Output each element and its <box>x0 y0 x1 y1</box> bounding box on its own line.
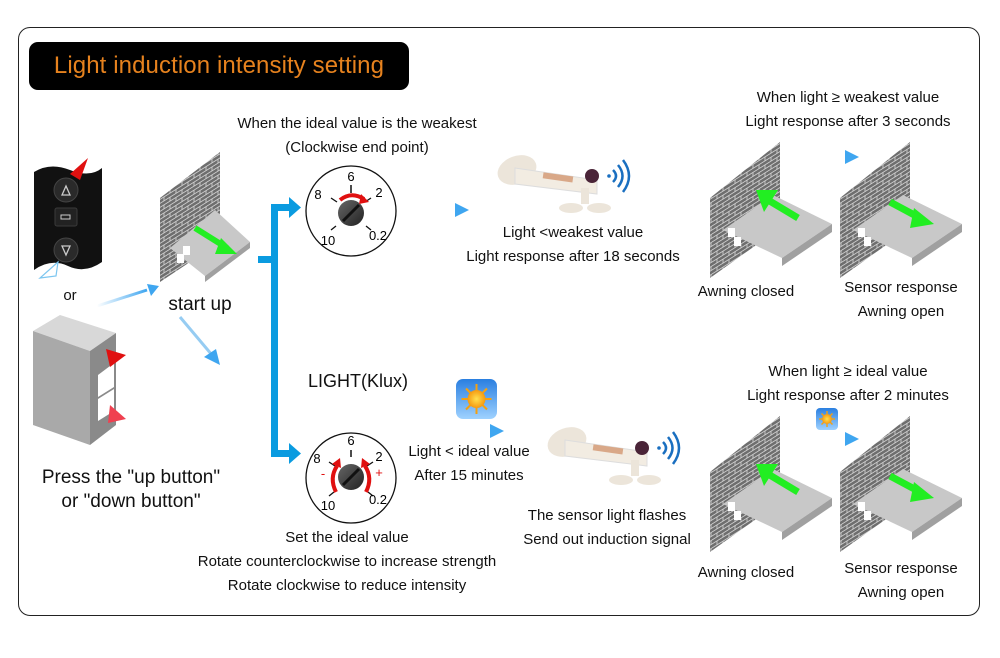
press-instruction-line1: Press the "up button" <box>41 467 221 488</box>
top-open-label-line1: Sensor response <box>844 279 958 296</box>
dial-label-6: 6 <box>347 433 354 448</box>
dial-label-2: 2 <box>375 449 382 464</box>
dial-label-0-2: 0.2 <box>369 492 387 507</box>
top-sensor-caption-line1: Light <weakest value <box>502 224 644 241</box>
title-banner: Light induction intensity setting <box>29 42 409 90</box>
awning-closed-bottom-icon <box>710 416 832 552</box>
arrow-down-from-startup <box>178 316 220 365</box>
dial-label-2: 2 <box>375 185 382 200</box>
awning-startup-icon <box>160 152 250 282</box>
bottom-open-label-line2: Awning open <box>857 584 945 601</box>
bottom-result-heading-line1: When light ≥ ideal value <box>768 363 928 380</box>
light-sensor-icon-bottom <box>547 427 681 485</box>
down-button-icon[interactable] <box>53 237 79 263</box>
start-up-label: start up <box>168 294 232 315</box>
up-button-icon[interactable] <box>53 177 79 203</box>
sensor-light-icon <box>635 441 649 455</box>
bottom-closed-label: Awning closed <box>697 564 795 581</box>
or-label: or <box>63 287 77 304</box>
bottom-dial-caption-line3: Rotate clockwise to reduce intensity <box>227 577 467 594</box>
wall-switch-icon <box>33 315 126 445</box>
top-sensor-caption-line2: Light response after 18 seconds <box>466 248 680 265</box>
green-close-arrow-icon <box>756 190 778 212</box>
clockwise-increase-indicator-icon <box>363 464 372 493</box>
dial-label-10: 10 <box>321 498 335 513</box>
sun-icon <box>456 379 497 419</box>
diagram-frame <box>18 27 980 616</box>
bottom-open-label-line1: Sensor response <box>844 560 958 577</box>
top-open-label-line2: Awning open <box>857 303 945 320</box>
plus-label: + <box>375 465 383 480</box>
bottom-condition-line1: Light < ideal value <box>408 443 530 460</box>
branch-connector <box>258 197 301 464</box>
light-sensor-icon-top <box>497 155 631 213</box>
down-press-indicator-icon <box>108 405 126 423</box>
bottom-sensor-caption-line2: Send out induction signal <box>523 531 691 548</box>
top-closed-label: Awning closed <box>697 283 795 300</box>
bottom-sensor-caption-line1: The sensor light flashes <box>527 507 687 524</box>
green-open-arrow-icon <box>910 482 934 502</box>
sensor-light-icon <box>585 169 599 183</box>
top-dial-heading-line2: (Clockwise end point) <box>285 139 429 156</box>
arrow-closed-to-open-bottom <box>795 432 859 446</box>
awning-closed-top-icon <box>710 142 832 278</box>
bottom-condition-line2: After 15 minutes <box>414 467 524 484</box>
bottom-result-heading-line2: Light response after 2 minutes <box>747 387 949 404</box>
arrow-closed-to-open-top <box>795 150 859 164</box>
awning-open-top-icon <box>840 142 962 278</box>
dial-label-6: 6 <box>347 169 354 184</box>
small-sun-icon <box>816 408 838 430</box>
top-dial[interactable]: 6 8 2 10 0.2 <box>303 163 399 259</box>
up-press-indicator-icon <box>106 349 126 367</box>
stop-button-icon[interactable] <box>54 207 78 227</box>
bottom-dial[interactable]: - + 6 8 2 10 0.2 <box>303 430 399 526</box>
top-dial-heading-line1: When the ideal value is the weakest <box>237 115 477 132</box>
press-indicator-icon <box>70 158 88 180</box>
top-result-heading-line2: Light response after 3 seconds <box>745 113 951 130</box>
dial-label-0-2: 0.2 <box>369 228 387 243</box>
press-instruction-line2: or "down button" <box>61 491 201 512</box>
signal-waves-icon <box>612 169 618 183</box>
remote-control-icon <box>34 158 102 279</box>
dial-label-8: 8 <box>314 187 321 202</box>
minus-label: - <box>321 466 325 481</box>
light-unit-label: LIGHT(Klux) <box>307 371 408 391</box>
green-open-arrow-icon <box>910 208 934 228</box>
awning-open-bottom-icon <box>840 416 962 552</box>
arrow-to-startup <box>96 284 159 308</box>
arrow-dial-to-sensor <box>405 203 469 217</box>
arrow-condition-bottom <box>448 424 504 438</box>
signal-waves-icon <box>662 441 668 455</box>
page-title: Light induction intensity setting <box>53 52 385 79</box>
dial-label-8: 8 <box>313 451 320 466</box>
bottom-dial-caption-line2: Rotate counterclockwise to increase stre… <box>197 553 497 570</box>
dial-label-10: 10 <box>321 233 335 248</box>
counterclockwise-indicator-icon <box>330 464 339 493</box>
bottom-dial-caption-line1: Set the ideal value <box>285 529 409 546</box>
green-close-arrow-icon <box>756 464 778 486</box>
top-result-heading-line1: When light ≥ weakest value <box>756 89 940 106</box>
